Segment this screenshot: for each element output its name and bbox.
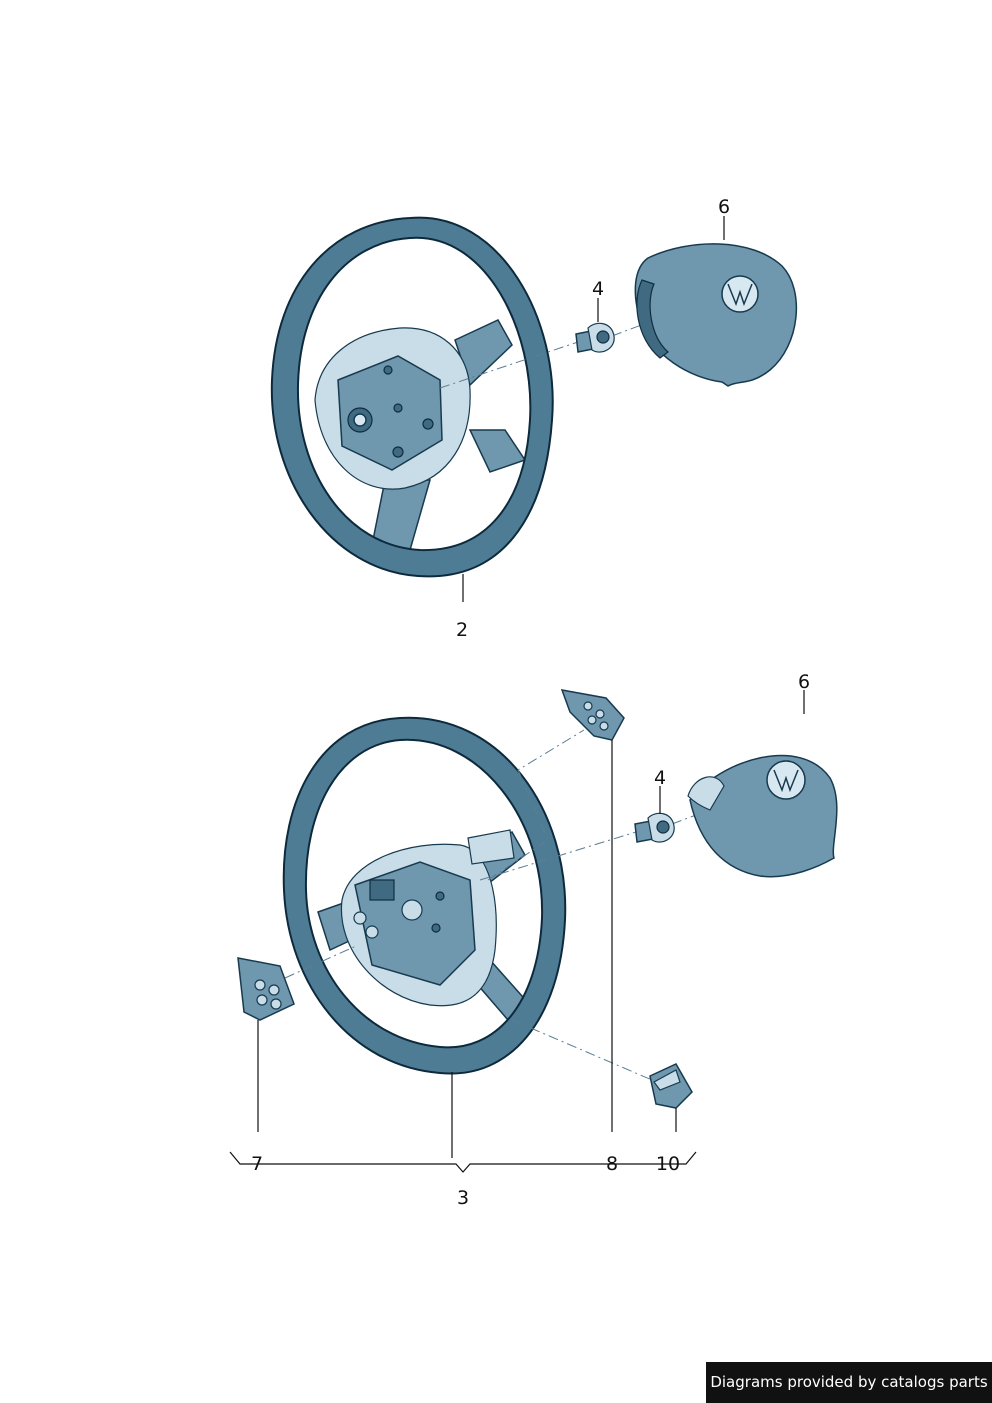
callout-upper-wheel: 2 bbox=[456, 619, 468, 641]
callout-lower-airbag: 6 bbox=[798, 671, 810, 693]
upper-bolt bbox=[575, 322, 615, 353]
lower-steering-wheel bbox=[282, 716, 567, 1075]
callout-upper-bolt: 4 bbox=[592, 278, 604, 300]
callout-lower-bolt: 4 bbox=[654, 767, 666, 789]
callout-lower-wheel: 3 bbox=[457, 1187, 469, 1209]
lower-airbag bbox=[687, 754, 838, 878]
switch-left bbox=[237, 957, 295, 1021]
switch-right bbox=[560, 689, 625, 741]
lower-bolt-axis bbox=[479, 831, 637, 881]
switch-left-axis bbox=[284, 945, 357, 979]
callout-right-switch: 8 bbox=[606, 1153, 618, 1175]
cover bbox=[649, 1063, 693, 1109]
upper-steering-wheel bbox=[270, 216, 554, 578]
callout-cover: 10 bbox=[656, 1153, 680, 1175]
upper-airbag bbox=[634, 243, 798, 387]
switch-right-axis bbox=[487, 729, 585, 881]
upper-bolt-axis bbox=[439, 341, 579, 389]
cover-axis bbox=[511, 1019, 653, 1081]
lower-bolt bbox=[634, 812, 675, 843]
callout-upper-airbag: 6 bbox=[718, 196, 730, 218]
group-bracket bbox=[229, 1151, 697, 1173]
callout-left-switch: 7 bbox=[251, 1153, 263, 1175]
credit-banner: Diagrams provided by catalogs parts bbox=[706, 1362, 992, 1403]
